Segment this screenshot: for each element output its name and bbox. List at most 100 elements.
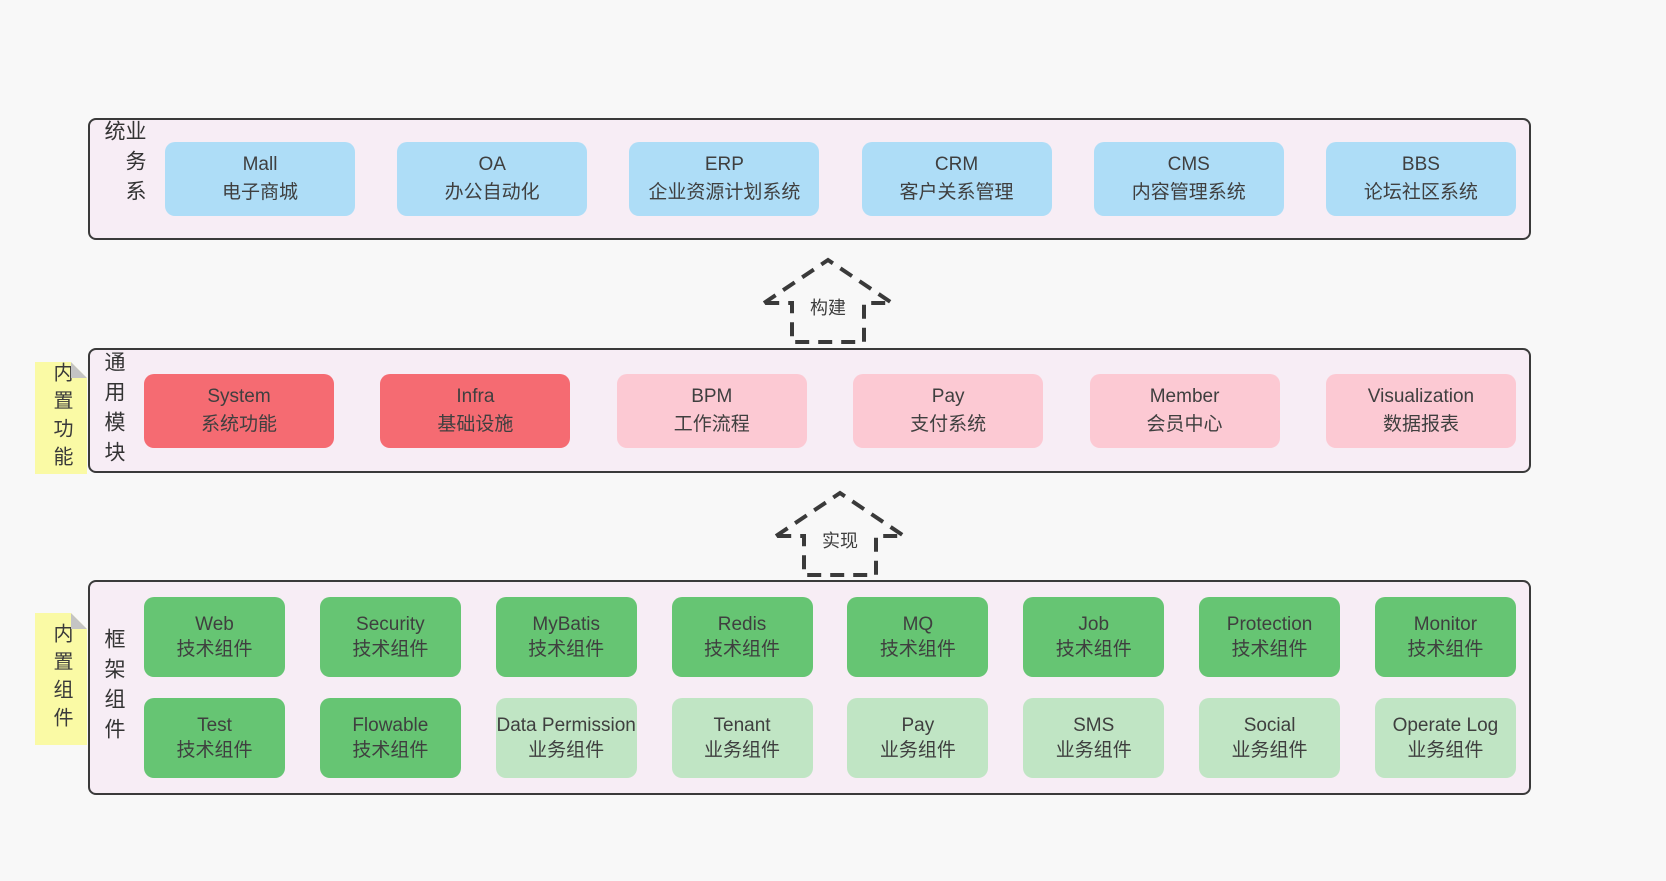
box-subtitle: 技术组件: [528, 639, 605, 660]
layer-label-framework-components: 框架组件: [102, 627, 125, 748]
box-tenant: Tenant 业务组件: [671, 698, 813, 778]
box-title: MQ: [902, 613, 934, 635]
box-bbs: BBS 论坛社区系统: [1325, 142, 1516, 216]
box-sms: SMS 业务组件: [1023, 698, 1165, 778]
box-title: Test: [197, 714, 232, 736]
biz-components-row: Test 技术组件 Flowable 技术组件 Data Permission …: [144, 698, 1516, 778]
up-arrow-icon: [760, 257, 896, 344]
box-title: Tenant: [713, 714, 771, 736]
box-subtitle: 技术组件: [352, 639, 429, 660]
module-boxes-row: System 系统功能 Infra 基础设施 BPM 工作流程 Pay 支付系统…: [144, 373, 1516, 448]
box-title: CRM: [934, 154, 979, 176]
box-subtitle: 技术组件: [704, 639, 781, 660]
layer-label-business-systems: 业务系统: [102, 120, 146, 210]
sticky-built-in-features: 内置功能: [35, 362, 87, 474]
box-subtitle: 业务组件: [1231, 740, 1308, 761]
box-title: Infra: [456, 385, 495, 407]
box-subtitle: 技术组件: [176, 639, 253, 660]
business-boxes-row: Mall 电子商城 OA 办公自动化 ERP 企业资源计划系统 CRM 客户关系…: [165, 142, 1516, 216]
sticky-built-in-components: 内置组件: [35, 613, 87, 745]
box-protection: Protection 技术组件: [1199, 597, 1341, 677]
folded-corner-icon: [71, 362, 87, 378]
box-title: Pay: [931, 385, 965, 407]
box-title: CMS: [1167, 154, 1210, 176]
sticky-label: 内置功能: [50, 362, 72, 474]
implement-arrow: 实现: [772, 488, 908, 578]
box-subtitle: 内容管理系统: [1131, 182, 1246, 203]
box-title: Redis: [717, 613, 767, 635]
box-subtitle: 业务组件: [1055, 740, 1132, 761]
box-job: Job 技术组件: [1023, 597, 1165, 677]
box-title: Monitor: [1413, 613, 1478, 635]
box-bpm: BPM 工作流程: [616, 373, 807, 448]
box-subtitle: 会员中心: [1146, 413, 1223, 435]
box-title: OA: [478, 154, 506, 176]
implement-arrow-label: 实现: [817, 527, 863, 553]
box-member: Member 会员中心: [1089, 373, 1280, 448]
box-subtitle: 业务组件: [1407, 740, 1484, 761]
box-subtitle: 电子商城: [221, 182, 298, 203]
box-mall: Mall 电子商城: [165, 142, 355, 216]
box-mybatis: MyBatis 技术组件: [495, 597, 637, 677]
layer-label-common-modules: 通用模块: [102, 350, 125, 471]
box-title: Security: [356, 613, 425, 635]
box-data-permission: Data Permission 业务组件: [495, 698, 637, 778]
box-subtitle: 技术组件: [879, 639, 956, 660]
box-subtitle: 支付系统: [910, 413, 987, 435]
box-title: Web: [195, 613, 234, 635]
box-title: Protection: [1226, 613, 1313, 635]
box-title: ERP: [704, 154, 744, 176]
folded-corner-icon: [71, 613, 87, 629]
layer-common-modules: 通用模块 System 系统功能 Infra 基础设施 BPM 工作流程 Pay…: [88, 348, 1531, 473]
box-subtitle: 业务组件: [704, 740, 781, 761]
box-monitor: Monitor 技术组件: [1374, 597, 1516, 677]
box-title: Visualization: [1367, 385, 1475, 407]
box-title: System: [207, 385, 271, 407]
build-arrow-label: 构建: [805, 294, 851, 320]
tech-components-row: Web 技术组件 Security 技术组件 MyBatis 技术组件 Redi…: [144, 597, 1516, 677]
box-subtitle: 客户关系管理: [899, 182, 1014, 203]
box-subtitle: 技术组件: [1407, 639, 1484, 660]
layer-business-systems: 业务系统 Mall 电子商城 OA 办公自动化 ERP 企业资源计划系统 CRM…: [88, 118, 1531, 240]
box-title: Flowable: [352, 714, 429, 736]
box-pay-module: Pay 支付系统: [853, 373, 1044, 448]
box-title: Pay: [901, 714, 935, 736]
up-arrow-icon: [772, 490, 908, 577]
box-subtitle: 技术组件: [352, 740, 429, 761]
box-mq: MQ 技术组件: [847, 597, 989, 677]
box-infra: Infra 基础设施: [380, 373, 571, 448]
box-system: System 系统功能: [144, 373, 334, 448]
box-subtitle: 基础设施: [437, 413, 514, 435]
box-visualization: Visualization 数据报表: [1325, 373, 1516, 448]
box-pay-component: Pay 业务组件: [847, 698, 989, 778]
box-flowable: Flowable 技术组件: [319, 698, 461, 778]
box-security: Security 技术组件: [319, 597, 461, 677]
box-subtitle: 办公自动化: [444, 182, 540, 203]
box-subtitle: 企业资源计划系统: [648, 182, 801, 203]
box-redis: Redis 技术组件: [671, 597, 813, 677]
box-title: Social: [1243, 714, 1296, 736]
box-subtitle: 技术组件: [1055, 639, 1132, 660]
box-subtitle: 技术组件: [1231, 639, 1308, 660]
layer-framework-components: 框架组件 Web 技术组件 Security 技术组件 MyBatis 技术组件…: [88, 580, 1531, 795]
box-subtitle: 系统功能: [200, 413, 277, 435]
box-subtitle: 技术组件: [176, 740, 253, 761]
box-title: Mall: [242, 154, 278, 176]
box-title: Member: [1149, 385, 1220, 407]
box-title: BBS: [1401, 154, 1440, 176]
box-subtitle: 业务组件: [879, 740, 956, 761]
box-title: SMS: [1073, 714, 1115, 736]
component-grid: Web 技术组件 Security 技术组件 MyBatis 技术组件 Redi…: [144, 597, 1516, 778]
sticky-label: 内置组件: [50, 623, 72, 735]
box-erp: ERP 企业资源计划系统: [629, 142, 820, 216]
box-title: Data Permission: [496, 714, 636, 736]
box-test: Test 技术组件: [144, 698, 285, 778]
box-crm: CRM 客户关系管理: [861, 142, 1052, 216]
box-title: Job: [1078, 613, 1110, 635]
box-title: MyBatis: [532, 613, 600, 635]
box-oa: OA 办公自动化: [397, 142, 588, 216]
box-web: Web 技术组件: [144, 597, 285, 677]
box-title: BPM: [691, 385, 733, 407]
box-subtitle: 论坛社区系统: [1363, 182, 1478, 203]
